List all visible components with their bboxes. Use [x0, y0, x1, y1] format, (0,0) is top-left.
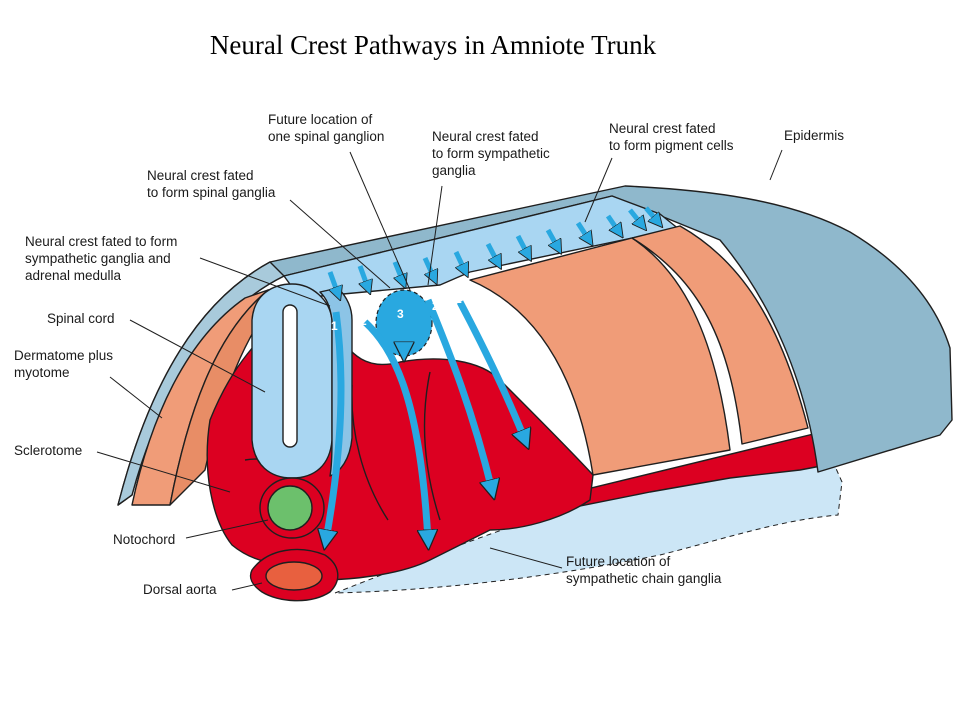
pathway-number: 2: [432, 299, 439, 313]
pigment-arrow: [485, 242, 498, 263]
notochord: [267, 485, 313, 531]
label-nc-spinal-ganglia: Neural crest fated to form spinal gangli…: [147, 168, 276, 200]
leader-lines: [96, 149, 783, 591]
label-line: Epidermis: [784, 128, 844, 143]
pathway-number: 1: [455, 292, 462, 306]
label-future-chain-ganglia: Future location of sympathetic chain gan…: [566, 554, 722, 586]
label-line: Future location of: [566, 554, 671, 569]
pigment-arrow: [605, 214, 619, 232]
label-line: Neural crest fated: [609, 121, 716, 136]
label-line: Dorsal aorta: [143, 582, 217, 597]
label-line: sympathetic ganglia and: [25, 251, 171, 266]
label-line: to form spinal ganglia: [147, 185, 276, 200]
pathway-number: 1: [331, 319, 338, 333]
pigment-pathway-arrows: [327, 206, 658, 294]
pathway-arrow-2a: [362, 319, 428, 540]
pigment-arrow: [575, 221, 589, 240]
label-spinal-cord: Spinal cord: [47, 311, 115, 326]
pathway-number: 3: [397, 307, 404, 321]
label-line: to form pigment cells: [609, 138, 734, 153]
label-line: Dermatome plus: [14, 348, 113, 363]
label-line: Neural crest fated: [432, 129, 539, 144]
dermatome-myotome-segment-2: [631, 225, 809, 445]
pathway-arrow-1b: [456, 300, 525, 440]
pigment-arrow: [515, 234, 528, 255]
label-nc-sympathetic-adrenal: Neural crest fated to form sympathetic g…: [25, 234, 181, 283]
label-line: Future location of: [268, 112, 373, 127]
dermatome-myotome-segment-1: [469, 237, 731, 476]
label-notochord: Notochord: [113, 532, 175, 547]
label-dorsal-aorta: Dorsal aorta: [143, 582, 217, 597]
label-line: ganglia: [432, 163, 476, 178]
label-line: Neural crest fated to form: [25, 234, 177, 249]
spinal-cord-canal: [282, 304, 298, 448]
label-line: Notochord: [113, 532, 175, 547]
pigment-arrow: [545, 228, 558, 248]
label-line: to form sympathetic: [432, 146, 550, 161]
label-line: adrenal medulla: [25, 268, 122, 283]
pathway-number: 2: [360, 314, 367, 328]
pigment-arrow: [422, 256, 434, 278]
ventral-pathway-arrows: [326, 298, 525, 540]
pigment-arrow: [327, 271, 338, 294]
label-line: one spinal ganglion: [268, 129, 384, 144]
pigment-arrow: [392, 261, 403, 282]
label-dermatome-myotome: Dermatome plus myotome: [14, 348, 117, 380]
label-line: Spinal cord: [47, 311, 115, 326]
pigment-arrow: [628, 208, 642, 225]
label-line: Sclerotome: [14, 443, 82, 458]
label-sclerotome: Sclerotome: [14, 443, 82, 458]
label-epidermis: Epidermis: [784, 128, 844, 143]
label-line: myotome: [14, 365, 70, 380]
diagram-title: Neural Crest Pathways in Amniote Trunk: [209, 30, 657, 60]
pathway-arrow-2b: [424, 298, 492, 490]
spinal-cord-side: [319, 287, 353, 477]
label-nc-pigment-cells: Neural crest fated to form pigment cells: [609, 121, 734, 153]
dorsal-aorta: [265, 561, 323, 591]
pathway-arrow-1a: [326, 311, 345, 540]
pigment-arrow: [453, 250, 465, 271]
future-chain-ganglia-region: [334, 454, 843, 594]
pigment-arrow: [644, 206, 658, 222]
label-future-spinal-ganglion: Future location of one spinal ganglion: [268, 112, 384, 144]
label-nc-sympathetic-ganglia: Neural crest fated to form sympathetic g…: [432, 129, 554, 178]
pigment-arrow: [357, 265, 368, 288]
label-line: sympathetic chain ganglia: [566, 571, 722, 586]
label-line: Neural crest fated: [147, 168, 254, 183]
